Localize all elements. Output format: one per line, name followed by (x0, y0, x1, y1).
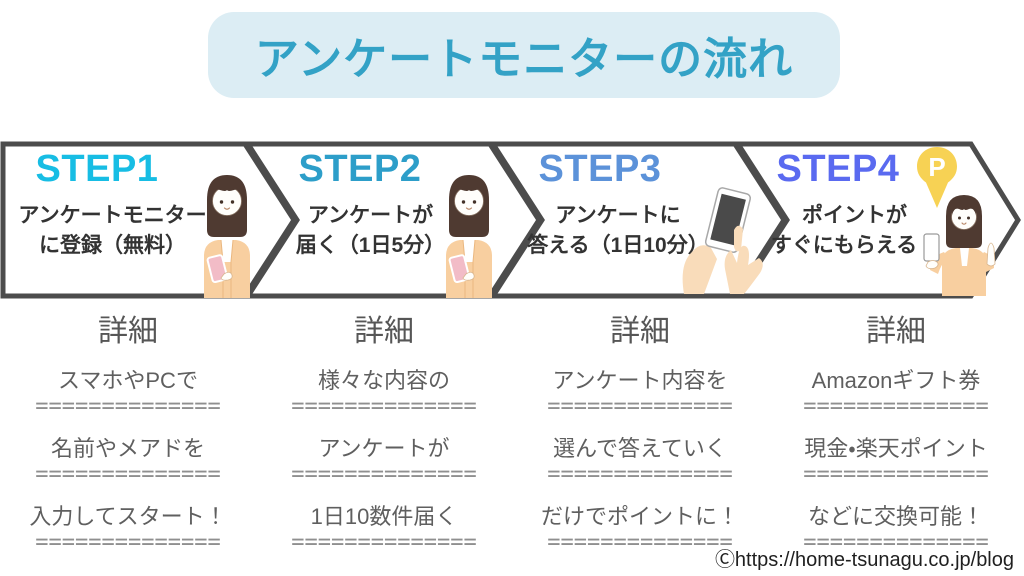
detail-column-step3: 詳細 アンケート内容を ============== 選んで答えていく ====… (512, 300, 768, 554)
detail-line: Amazonギフト券 (811, 368, 981, 393)
step3-description: アンケートに 答える（1日10分） (527, 204, 709, 257)
detail-line: 名前やメアドを (50, 436, 205, 461)
detail-heading: 詳細 (610, 315, 670, 348)
detail-line: スマホやPCで (58, 368, 198, 393)
woman-pointing-with-phone-illustration (923, 195, 996, 296)
detail-heading: 詳細 (354, 315, 414, 348)
detail-line: 現金・楽天ポイント (804, 436, 988, 461)
divider-line: ============== (291, 530, 477, 555)
copyright-credit: Ⓒhttps://home-tsunagu.co.jp/blog (714, 549, 1014, 571)
detail-line: 入力してスタート！ (29, 504, 227, 529)
step2-description: アンケートが 届く（1日5分） (295, 204, 446, 257)
detail-line: などに交換可能！ (807, 504, 984, 529)
detail-line: だけでポイントに！ (540, 504, 739, 529)
divider-line: ============== (803, 394, 989, 419)
step3-label: STEP3 (538, 148, 662, 190)
detail-line: 様々な内容の (317, 368, 450, 393)
divider-line: ============== (35, 462, 221, 487)
step2-label: STEP2 (298, 148, 422, 190)
divider-line: ============== (547, 530, 733, 555)
woman-with-phone-illustration (446, 175, 492, 298)
step4-label: STEP4 (776, 148, 900, 190)
detail-column-step4: 詳細 Amazonギフト券 ============== 現金・楽天ポイント =… (768, 300, 1024, 554)
hands-tapping-phone-illustration (682, 187, 763, 294)
detail-column-step2: 詳細 様々な内容の ============== アンケートが ========… (256, 300, 512, 554)
step-flow-band: STEP1 アンケートモニター に登録（無料） STEP2 アンケートが 届く（… (0, 140, 1024, 300)
divider-line: ============== (291, 462, 477, 487)
divider-line: ============== (547, 462, 733, 487)
detail-line: 選んで答えていく (553, 436, 727, 461)
divider-line: ============== (803, 462, 989, 487)
detail-heading: 詳細 (866, 315, 926, 348)
title-banner: アンケートモニターの流れ (208, 12, 840, 98)
divider-line: ============== (803, 530, 989, 555)
details-section: 詳細 スマホやPCで ============== 名前やメアドを ======… (0, 300, 1024, 554)
detail-line: 1日10数件届く (310, 504, 458, 529)
divider-line: ============== (35, 530, 221, 555)
detail-column-step1: 詳細 スマホやPCで ============== 名前やメアドを ======… (0, 300, 256, 554)
divider-line: ============== (291, 394, 477, 419)
svg-text:P: P (928, 152, 945, 182)
detail-line: アンケート内容を (552, 368, 728, 393)
point-pin-icon: P (917, 147, 957, 208)
step1-description: アンケートモニター に登録（無料） (18, 204, 207, 257)
page-title: アンケートモニターの流れ (254, 35, 794, 84)
step4-description: ポイントが すぐにもらえる！ (770, 204, 939, 257)
woman-with-phone-illustration (204, 175, 250, 298)
step1-label: STEP1 (35, 148, 159, 190)
divider-line: ============== (35, 394, 221, 419)
detail-line: アンケートが (318, 436, 450, 461)
divider-line: ============== (547, 394, 733, 419)
detail-heading: 詳細 (98, 315, 158, 348)
